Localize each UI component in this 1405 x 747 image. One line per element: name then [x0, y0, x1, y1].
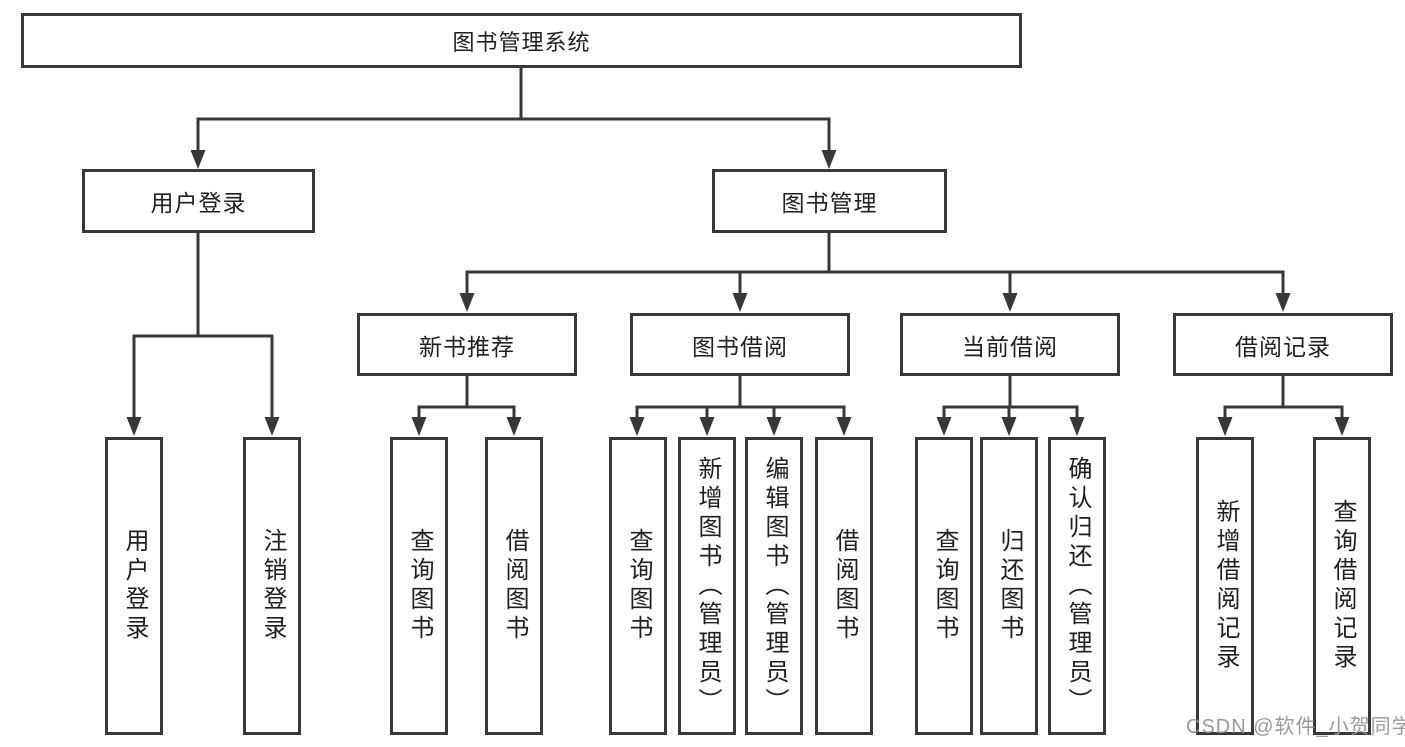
node-label: 查询借阅记录 [1329, 499, 1356, 673]
node-label: 借阅图书 [501, 528, 528, 644]
leaf-user-login: 用户登录 [105, 437, 163, 735]
node-label: 图书借阅 [692, 333, 788, 360]
node-label: 借阅记录 [1235, 333, 1331, 360]
leaf-logout: 注销登录 [243, 437, 301, 735]
node-label: 查询图书 [406, 528, 433, 644]
csdn-watermark: CSDN @软件_小贺同学 [1186, 716, 1405, 738]
leaf-add-borrow-record: 新增借阅记录 [1196, 437, 1254, 735]
leaf-edit-book-admin: 编辑图书（管理员） [745, 437, 803, 735]
leaf-borrow-books: 借阅图书 [815, 437, 873, 735]
node-new-book-recommendation: 新书推荐 [357, 313, 577, 376]
node-label: 确认归还（管理员） [1064, 455, 1091, 717]
leaf-confirm-return-admin: 确认归还（管理员） [1048, 437, 1106, 735]
node-book-borrowing: 图书借阅 [630, 313, 850, 376]
node-current-borrowing: 当前借阅 [900, 313, 1120, 376]
node-label: 编辑图书（管理员） [761, 455, 788, 717]
node-label: 注销登录 [259, 528, 286, 644]
node-label: 归还图书 [996, 528, 1023, 644]
node-label: 新增图书（管理员） [694, 455, 721, 717]
node-label: 新增借阅记录 [1212, 499, 1239, 673]
node-label: 用户登录 [150, 190, 247, 216]
node-label: 新书推荐 [419, 333, 515, 360]
node-label: 当前借阅 [962, 333, 1058, 360]
leaf-query-books-current: 查询图书 [915, 437, 973, 735]
node-label: 图书管理 [781, 190, 878, 216]
node-label: 借阅图书 [831, 528, 858, 644]
node-label: 查询图书 [931, 528, 958, 644]
node-library-management-system: 图书管理系统 [21, 13, 1022, 68]
leaf-query-books-borrow: 查询图书 [609, 437, 667, 735]
node-borrowing-records: 借阅记录 [1173, 313, 1393, 376]
leaf-query-borrow-record: 查询借阅记录 [1313, 437, 1371, 735]
node-label: 用户登录 [121, 528, 148, 644]
leaf-return-book: 归还图书 [980, 437, 1038, 735]
node-label: 图书管理系统 [452, 29, 591, 55]
node-label: 查询图书 [625, 528, 652, 644]
leaf-query-books-recommend: 查询图书 [390, 437, 448, 735]
node-user-login: 用户登录 [82, 169, 315, 233]
node-book-management: 图书管理 [712, 169, 947, 233]
leaf-add-book-admin: 新增图书（管理员） [678, 437, 736, 735]
leaf-borrow-books-recommend: 借阅图书 [485, 437, 543, 735]
